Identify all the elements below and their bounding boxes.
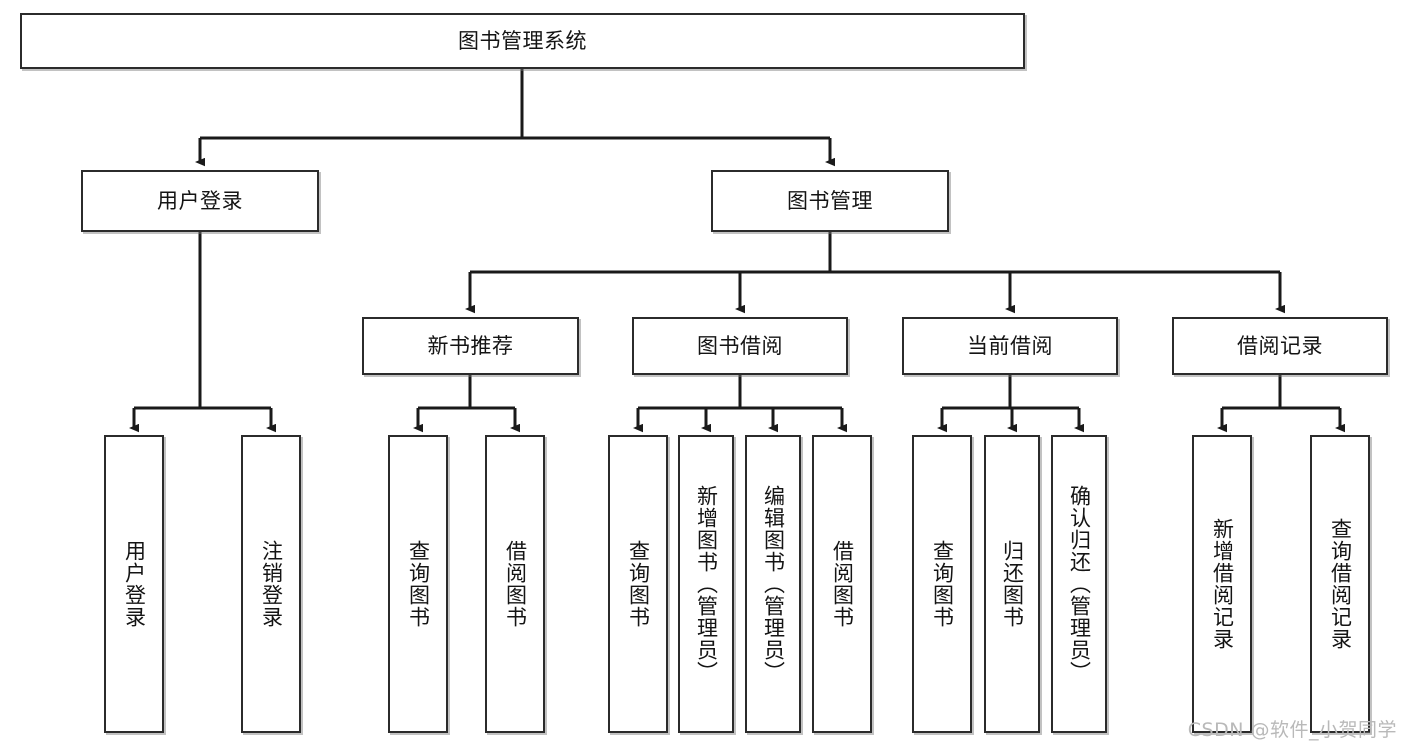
node-leaf-confirm-return-admin[interactable]: 确认归还（管理员） [1051,435,1107,733]
node-leaf-return-book-label: 归还图书 [1000,540,1025,628]
node-book-borrow[interactable]: 图书借阅 [632,317,848,375]
node-leaf-query-book-recommend[interactable]: 查询图书 [388,435,448,733]
node-user-login[interactable]: 用户登录 [81,170,319,232]
node-leaf-edit-book-admin[interactable]: 编辑图书（管理员） [745,435,801,733]
node-root-label: 图书管理系统 [458,28,587,53]
node-leaf-borrow-book-label: 借阅图书 [830,540,855,628]
node-leaf-borrow-book-recommend[interactable]: 借阅图书 [485,435,545,733]
node-user-login-label: 用户登录 [157,188,243,213]
node-leaf-query-book-recommend-label: 查询图书 [406,540,431,628]
node-root[interactable]: 图书管理系统 [20,13,1025,69]
node-leaf-add-borrow-record-label: 新增借阅记录 [1210,518,1235,650]
node-leaf-query-borrow-record-label: 查询借阅记录 [1328,518,1353,650]
node-new-book-recommend-label: 新书推荐 [427,333,514,358]
node-leaf-borrow-book-recommend-label: 借阅图书 [503,540,528,628]
node-leaf-query-book-borrow[interactable]: 查询图书 [608,435,668,733]
node-current-borrow-label: 当前借阅 [967,333,1053,358]
node-leaf-user-logout-label: 注销登录 [259,540,284,628]
node-current-borrow[interactable]: 当前借阅 [902,317,1118,375]
node-leaf-query-book-current-label: 查询图书 [930,540,955,628]
watermark: CSDN @软件_小贺同学 [1187,719,1397,741]
node-leaf-user-login-label: 用户登录 [122,540,147,628]
node-book-borrow-label: 图书借阅 [697,333,783,358]
node-leaf-confirm-return-admin-label: 确认归还（管理员） [1067,485,1092,683]
node-leaf-return-book[interactable]: 归还图书 [984,435,1040,733]
node-book-management[interactable]: 图书管理 [711,170,949,232]
node-leaf-add-borrow-record[interactable]: 新增借阅记录 [1192,435,1252,733]
node-leaf-query-book-borrow-label: 查询图书 [626,540,651,628]
node-leaf-query-borrow-record[interactable]: 查询借阅记录 [1310,435,1370,733]
node-leaf-query-book-current[interactable]: 查询图书 [912,435,972,733]
node-leaf-user-login[interactable]: 用户登录 [104,435,164,733]
node-leaf-add-book-admin-label: 新增图书（管理员） [694,485,719,683]
node-leaf-user-logout[interactable]: 注销登录 [241,435,301,733]
node-borrow-record[interactable]: 借阅记录 [1172,317,1388,375]
node-book-management-label: 图书管理 [787,188,873,213]
node-leaf-borrow-book[interactable]: 借阅图书 [812,435,872,733]
node-borrow-record-label: 借阅记录 [1237,333,1323,358]
node-new-book-recommend[interactable]: 新书推荐 [362,317,579,375]
node-leaf-edit-book-admin-label: 编辑图书（管理员） [761,485,786,683]
node-leaf-add-book-admin[interactable]: 新增图书（管理员） [678,435,734,733]
